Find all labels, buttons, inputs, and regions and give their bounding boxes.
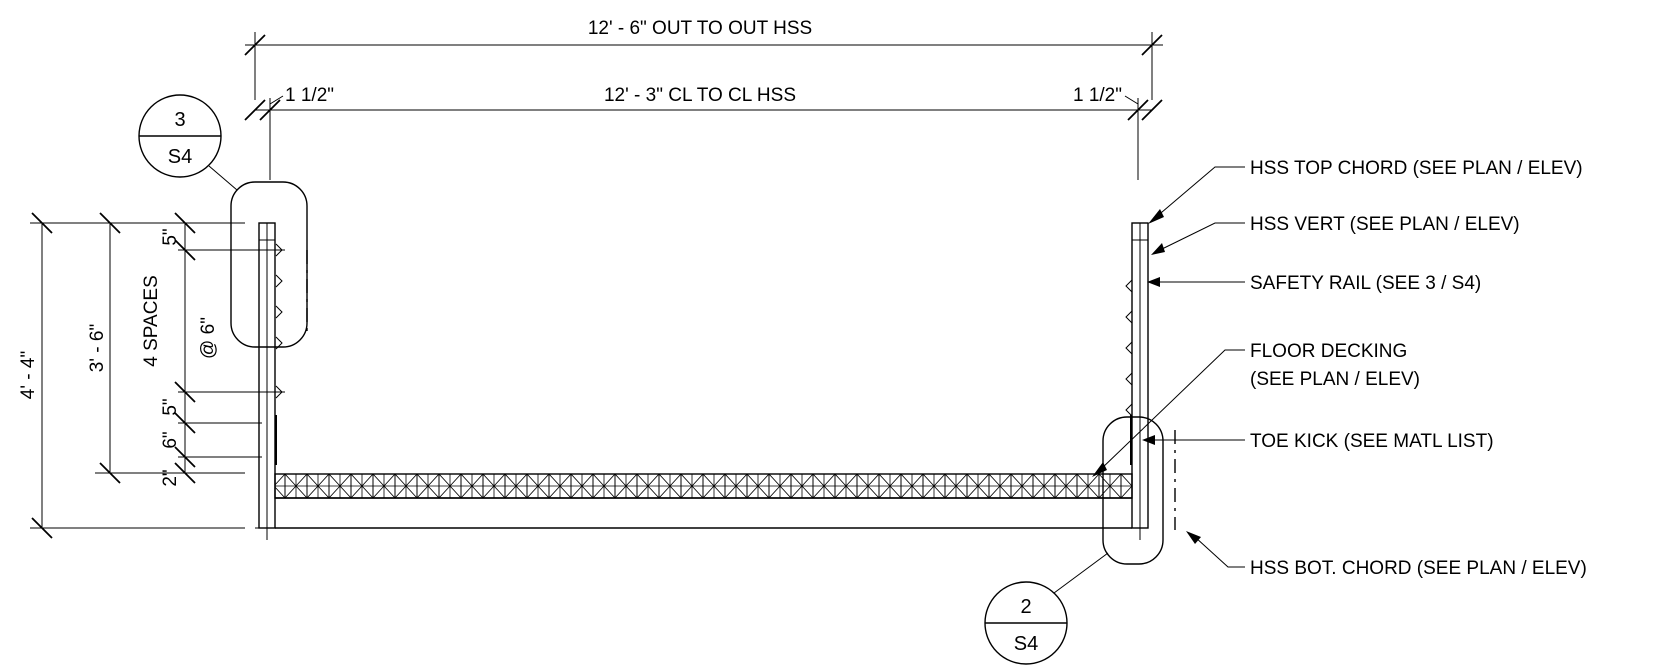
detail-bubble-3-number: 3: [174, 109, 185, 131]
left-offset-label: 1 1/2": [285, 85, 334, 106]
spacing-count-label: 4 SPACES: [141, 275, 162, 367]
height-rail-label: 3' - 6": [87, 324, 108, 372]
detail-bubble-3[interactable]: 3 S4: [138, 94, 238, 191]
detail-bubble-3-sheet: S4: [168, 146, 192, 168]
callout-floor-decking: FLOOR DECKING: [1250, 341, 1407, 362]
callout-safety-rail: SAFETY RAIL (SEE 3 / S4): [1250, 273, 1481, 294]
safety-rail-clip: [275, 305, 283, 319]
detail-3-enclosure: [230, 181, 308, 348]
height-total-dimension: 4' - 4": [18, 212, 245, 539]
detail-bubble-2-sheet: S4: [1014, 633, 1038, 655]
callout-hss-vert: HSS VERT (SEE PLAN / ELEV): [1250, 214, 1520, 235]
rail-spacing-dimensions: 5" 4 SPACES @ 6" 5" 6" 2": [141, 212, 285, 487]
safety-rail-clip: [1125, 341, 1133, 355]
safety-rail-clip: [1125, 279, 1133, 293]
safety-rail-clip: [275, 274, 283, 288]
callout-top-chord: HSS TOP CHORD (SEE PLAN / ELEV): [1250, 158, 1583, 179]
detail-bubble-2[interactable]: 2 S4: [984, 552, 1109, 665]
safety-rail-clip: [1125, 403, 1133, 417]
overall-dimension: 12' - 6" OUT TO OUT HSS: [244, 18, 1163, 100]
overall-dimension-label: 12' - 6" OUT TO OUT HSS: [588, 18, 812, 39]
safety-rail-clip: [1125, 310, 1133, 324]
right-offset-label: 1 1/2": [1073, 85, 1122, 106]
callout-leaders: [1092, 166, 1245, 568]
safety-rail-clip: [275, 243, 283, 257]
spacing-value-label: @ 6": [198, 317, 219, 359]
detail-2-enclosure: [1102, 416, 1164, 565]
callout-bottom-chord: HSS BOT. CHORD (SEE PLAN / ELEV): [1250, 558, 1587, 579]
top-gap-label: 5": [160, 228, 181, 245]
height-total-label: 4' - 4": [18, 351, 39, 399]
centerline-dimension-label: 12' - 3" CL TO CL HSS: [604, 85, 796, 106]
deck-gap-label: 2": [160, 469, 181, 486]
floor-decking: [274, 473, 1133, 499]
safety-rail-clip: [275, 385, 283, 399]
mid-gap-label: 5": [160, 398, 181, 415]
callout-toe-kick: TOE KICK (SEE MATL LIST): [1250, 431, 1494, 452]
height-rail-dimension: 3' - 6": [87, 212, 245, 484]
toe-gap-label: 6": [160, 431, 181, 448]
callout-floor-decking-ref: (SEE PLAN / ELEV): [1250, 369, 1420, 390]
detail-bubble-2-number: 2: [1020, 596, 1031, 618]
centerline-dimension: 1 1/2" 12' - 3" CL TO CL HSS 1 1/2": [244, 85, 1163, 180]
safety-rail-clip: [1125, 372, 1133, 386]
